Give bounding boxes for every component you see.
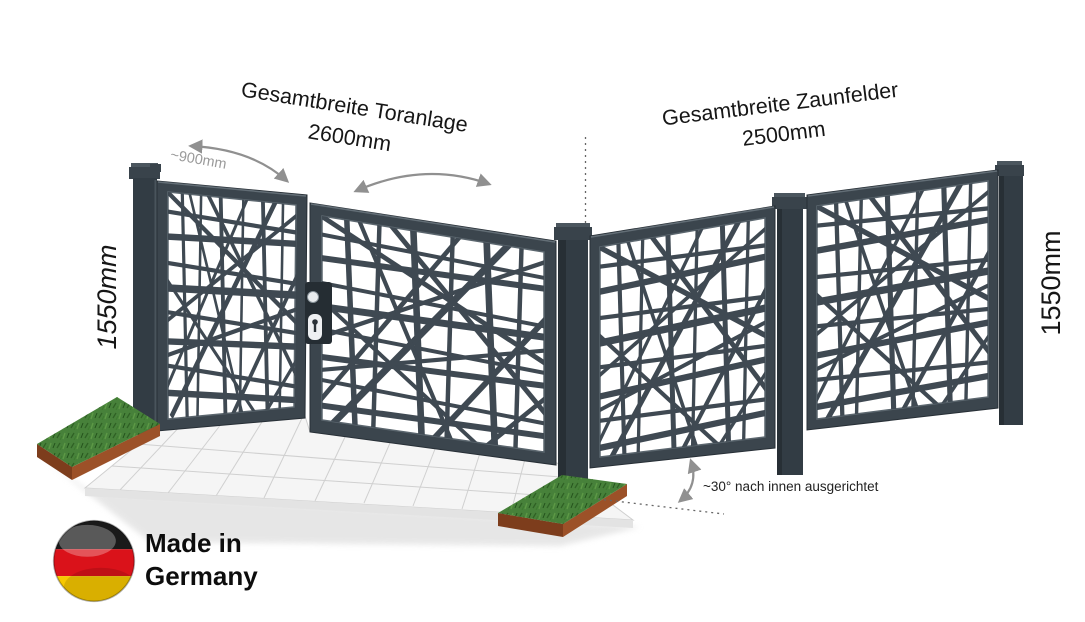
- grass-planter-center: [498, 475, 627, 537]
- tile-walkway: [83, 415, 635, 528]
- fence-mid-post: [772, 193, 807, 475]
- corner-post: [554, 223, 592, 505]
- fence-panel-1: [589, 205, 776, 469]
- angle-arrow: [677, 458, 702, 503]
- badge-line-2: Germany: [145, 560, 258, 591]
- grass-planter-left: [37, 397, 160, 480]
- germany-flag-badge: [52, 519, 136, 603]
- height-label-left: 1550mm: [92, 244, 122, 350]
- gate-leaf-left: [156, 180, 308, 432]
- fence-end-post: [995, 161, 1024, 425]
- swing-arrow-right: [353, 172, 492, 193]
- swing-arrow-left: [188, 139, 290, 183]
- angle-note-label: ~30° nach innen ausgerichtet: [703, 479, 879, 494]
- made-in-germany-label: Made in Germany: [145, 527, 258, 592]
- left-gate-post: [129, 163, 161, 435]
- fence-panel-2: [806, 169, 999, 431]
- height-label-right: 1550mm: [1036, 230, 1066, 336]
- ground-shadow: [40, 456, 640, 546]
- badge-line-1: Made in: [145, 528, 242, 558]
- gate-lock: [305, 282, 332, 344]
- gate-leaf-right: [309, 202, 557, 466]
